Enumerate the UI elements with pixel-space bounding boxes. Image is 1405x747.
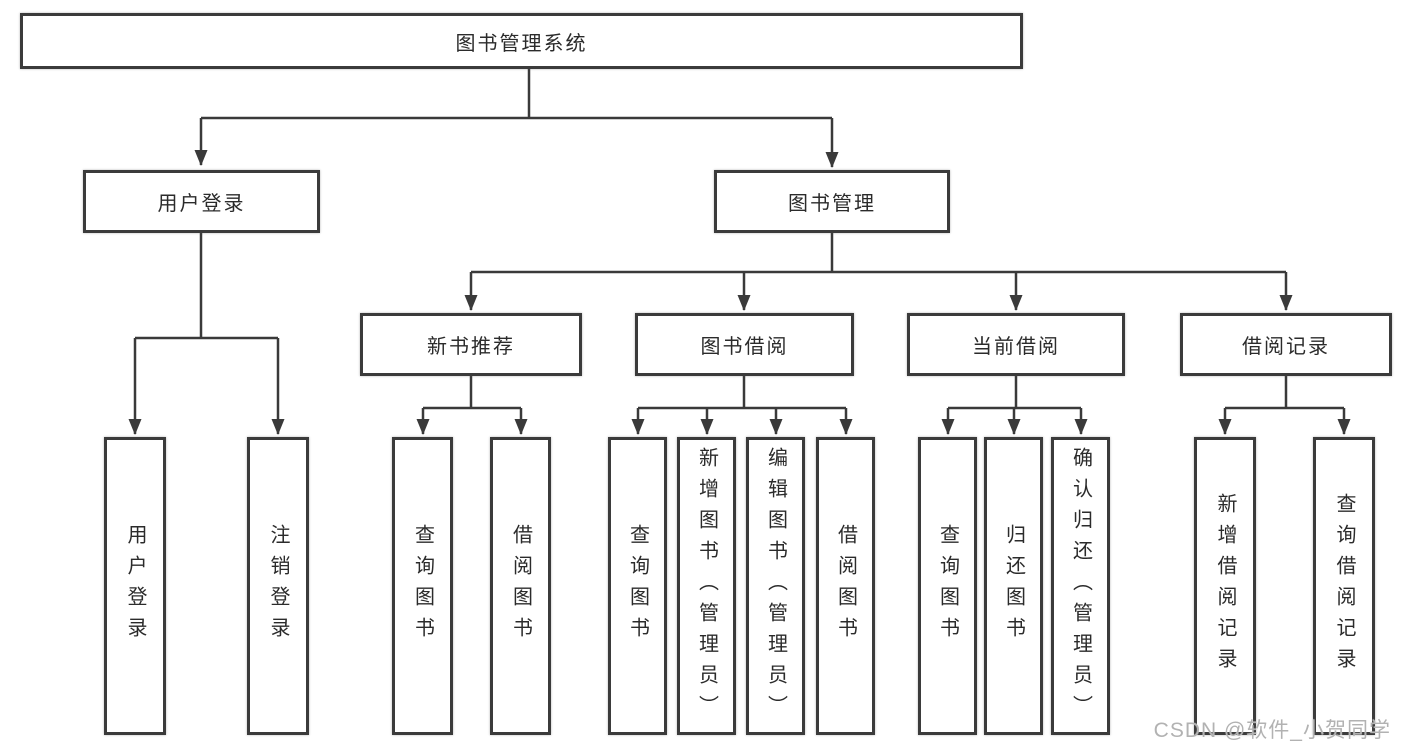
node-new-book-recommend: 新书推荐 (360, 313, 582, 376)
node-root-system-label: 图书管理系统 (455, 32, 588, 55)
node-root-system: 图书管理系统 (20, 13, 1023, 69)
edges-borrow-record-to-leaves (1218, 376, 1351, 435)
csdn-watermark: CSDN @软件_小贺同学 (1153, 719, 1391, 742)
leaf-user-login: 用户登录 (104, 437, 166, 735)
leaf-bb-edit-books-admin: 编辑图书（管理员） (746, 437, 805, 735)
leaf-cb-confirm-return-admin-label: 确认归还（管理员） (1069, 446, 1092, 726)
leaf-nb-query-books-label: 查询图书 (411, 524, 434, 648)
leaf-br-query-record-label: 查询借阅记录 (1333, 493, 1355, 679)
node-user-login-label: 用户登录 (157, 193, 246, 215)
leaf-bb-borrow-books-label: 借阅图书 (834, 524, 857, 648)
leaf-br-add-record: 新增借阅记录 (1194, 437, 1256, 735)
leaf-cb-return-books: 归还图书 (984, 437, 1043, 735)
edges-current-borrow-to-leaves (941, 376, 1088, 435)
edges-new-book-to-leaves (416, 376, 528, 435)
leaf-bb-query-books-label: 查询图书 (626, 524, 649, 648)
edges-root-to-level1 (194, 69, 839, 168)
node-new-book-recommend-label: 新书推荐 (427, 336, 515, 358)
leaf-bb-add-books-admin: 新增图书（管理员） (677, 437, 736, 735)
leaf-nb-query-books: 查询图书 (392, 437, 453, 735)
leaf-bb-edit-books-admin-label: 编辑图书（管理员） (764, 446, 787, 726)
leaf-bb-borrow-books: 借阅图书 (816, 437, 875, 735)
leaf-bb-add-books-admin-label: 新增图书（管理员） (695, 446, 718, 726)
node-borrow-record-label: 借阅记录 (1242, 336, 1330, 358)
leaf-logout-label: 注销登录 (267, 524, 289, 648)
node-book-management-label: 图书管理 (788, 193, 876, 215)
leaf-cb-confirm-return-admin: 确认归还（管理员） (1051, 437, 1110, 735)
node-book-borrow-label: 图书借阅 (700, 336, 789, 358)
node-book-borrow: 图书借阅 (635, 313, 854, 376)
edges-book-management-to-level2 (464, 233, 1293, 311)
leaf-nb-borrow-books: 借阅图书 (490, 437, 551, 735)
leaf-br-query-record: 查询借阅记录 (1313, 437, 1375, 735)
node-book-management: 图书管理 (714, 170, 950, 233)
edges-book-borrow-to-leaves (631, 376, 853, 435)
leaf-nb-borrow-books-label: 借阅图书 (509, 524, 532, 648)
node-user-login: 用户登录 (83, 170, 320, 233)
node-current-borrow-label: 当前借阅 (972, 336, 1060, 358)
node-borrow-record: 借阅记录 (1180, 313, 1392, 376)
node-current-borrow: 当前借阅 (907, 313, 1125, 376)
edges-user-login-to-leaves (128, 233, 285, 435)
leaf-user-login-label: 用户登录 (124, 524, 146, 648)
leaf-cb-query-books: 查询图书 (918, 437, 977, 735)
leaf-logout: 注销登录 (247, 437, 309, 735)
leaf-br-add-record-label: 新增借阅记录 (1214, 493, 1236, 679)
leaf-cb-query-books-label: 查询图书 (936, 524, 959, 648)
leaf-bb-query-books: 查询图书 (608, 437, 667, 735)
leaf-cb-return-books-label: 归还图书 (1002, 524, 1025, 648)
